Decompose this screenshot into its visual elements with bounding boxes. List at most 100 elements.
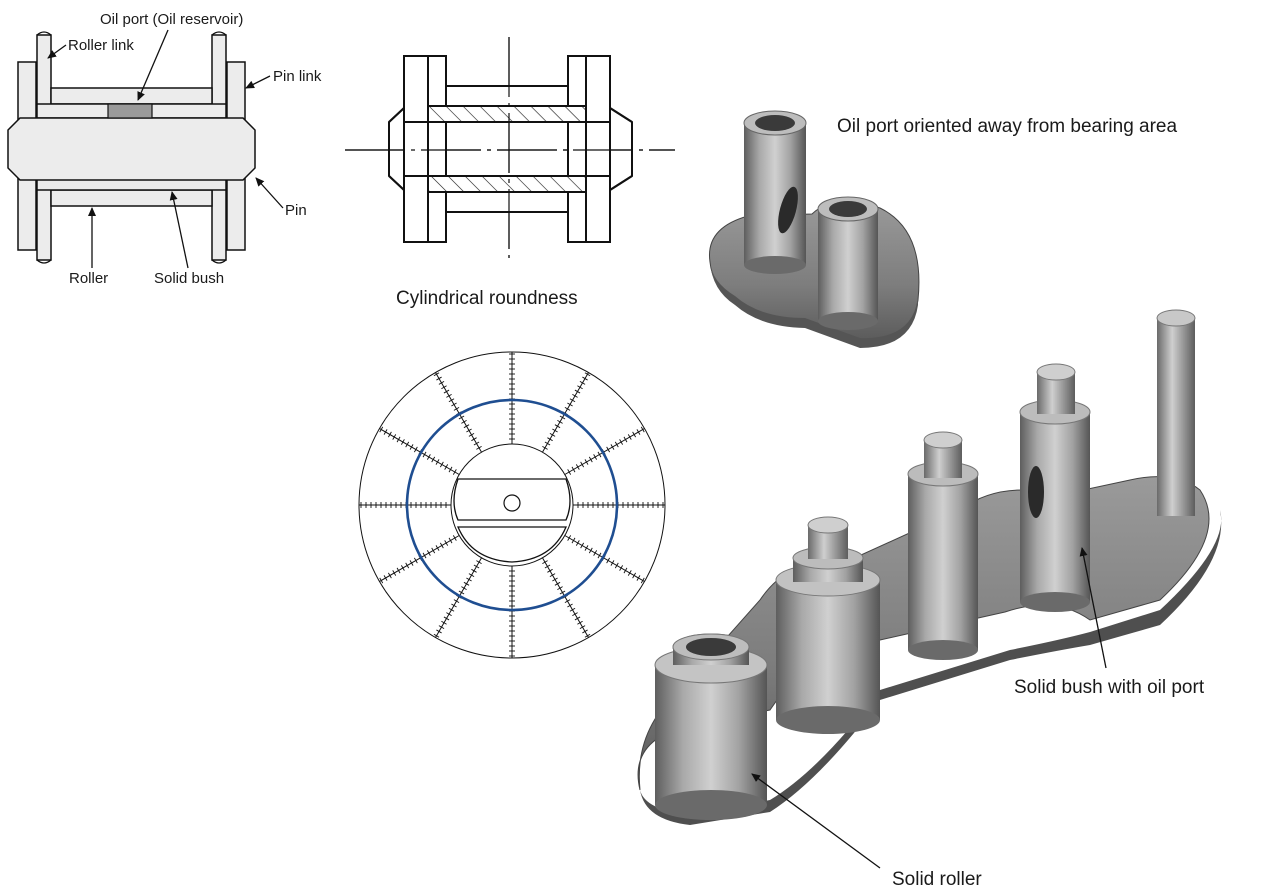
polar-tick — [574, 616, 581, 621]
polar-tick — [559, 590, 566, 595]
polar-tick — [443, 389, 450, 394]
polar-tick — [436, 629, 442, 634]
pin-body — [7, 117, 256, 181]
polar-tick — [438, 381, 445, 385]
polar-tick — [446, 393, 452, 398]
polar-tick — [557, 586, 563, 591]
bush-oil-port-hole — [778, 186, 798, 234]
polar-tick — [584, 459, 589, 465]
polar-spoke — [379, 428, 460, 475]
polar-tick — [392, 434, 397, 440]
polar-tick — [552, 577, 558, 582]
polar-tick — [396, 436, 401, 443]
polar-tick — [569, 398, 576, 403]
end-pin — [1157, 318, 1195, 516]
roller-2-body — [776, 580, 880, 720]
bush-section-drawing: Cylindrical roundness — [345, 37, 675, 309]
polar-tick — [554, 581, 561, 586]
polar-tick — [441, 385, 447, 390]
polar-tick — [567, 535, 572, 541]
polar-tick — [413, 446, 418, 453]
polar-tick — [405, 562, 410, 569]
solid-bush-oil-port-label: Solid bush with oil port — [1014, 677, 1205, 698]
polar-tick — [383, 575, 388, 581]
polar-tick — [575, 464, 580, 470]
polar-tick — [564, 406, 571, 411]
polar-tick — [582, 629, 588, 634]
polar-tick — [640, 577, 645, 584]
bush-hatched-top — [427, 105, 587, 123]
polar-tick — [542, 560, 548, 565]
pin-link-label: Pin link — [273, 68, 322, 85]
polar-tick — [471, 437, 477, 442]
bush-section-icon-bottom — [457, 526, 567, 563]
polar-tick — [544, 564, 551, 569]
polar-tick — [549, 432, 556, 437]
polar-tick — [453, 406, 460, 411]
polar-tick — [461, 419, 467, 424]
polar-tick — [567, 402, 573, 407]
polar-tick — [640, 426, 645, 433]
polar-tick — [544, 441, 551, 446]
polar-tick — [463, 424, 470, 429]
polar-tick — [383, 429, 388, 435]
polar-tick — [422, 552, 427, 559]
polar-tick — [588, 456, 593, 463]
polar-tick — [614, 562, 619, 569]
polar-tick — [392, 570, 397, 576]
polar-tick — [448, 398, 455, 403]
polar-tick — [579, 625, 586, 629]
polar-tick — [580, 461, 585, 468]
polar-tick — [396, 567, 401, 574]
polar-tick — [379, 426, 384, 433]
polar-tick — [409, 560, 414, 566]
polar-spoke — [435, 557, 482, 638]
polar-tick — [567, 603, 573, 608]
polar-tick — [435, 459, 440, 465]
polar-tick — [426, 454, 431, 460]
short-bush-body — [818, 209, 878, 321]
polar-spoke — [435, 372, 482, 453]
polar-spoke — [379, 535, 460, 582]
polar-tick — [593, 454, 598, 460]
polar-tick — [588, 547, 593, 554]
polar-tick — [471, 568, 477, 573]
polar-tick — [542, 445, 548, 450]
polar-tick — [466, 428, 472, 433]
polar-tick — [439, 542, 444, 549]
polar-tick — [452, 469, 457, 475]
polar-tick — [619, 565, 624, 571]
polar-tick — [580, 542, 585, 549]
polar-tick — [444, 464, 449, 470]
middle-bush-body — [908, 474, 978, 650]
polar-tick — [614, 441, 619, 448]
polar-spoke — [542, 557, 589, 638]
polar-tick — [577, 620, 583, 625]
polar-tick — [461, 586, 467, 591]
polar-tick — [559, 415, 566, 420]
roller-top — [50, 87, 213, 105]
polar-tick — [632, 431, 636, 438]
oil-port-orientation-label: Oil port oriented away from bearing area — [837, 116, 1177, 137]
polar-tick — [444, 540, 449, 546]
polar-tick — [547, 568, 553, 573]
polar-tick — [400, 565, 405, 571]
polar-tick — [433, 633, 440, 638]
polar-tick — [388, 431, 392, 438]
polar-tick — [632, 572, 636, 579]
solid-roller-body — [655, 665, 767, 805]
polar-tick — [636, 429, 641, 435]
polar-tick — [557, 419, 563, 424]
polar-tick — [448, 537, 453, 544]
section-plate-left-inner — [427, 55, 447, 243]
polar-tick — [466, 577, 472, 582]
polar-tick — [552, 428, 558, 433]
polar-spoke — [564, 535, 645, 582]
roundness-trace-circle — [405, 398, 619, 612]
polar-tick — [547, 437, 553, 442]
bush-link-plate — [708, 200, 920, 343]
polar-tick — [413, 557, 418, 564]
polar-tick — [549, 573, 556, 578]
polar-tick — [610, 444, 615, 450]
polar-tick — [448, 466, 453, 473]
